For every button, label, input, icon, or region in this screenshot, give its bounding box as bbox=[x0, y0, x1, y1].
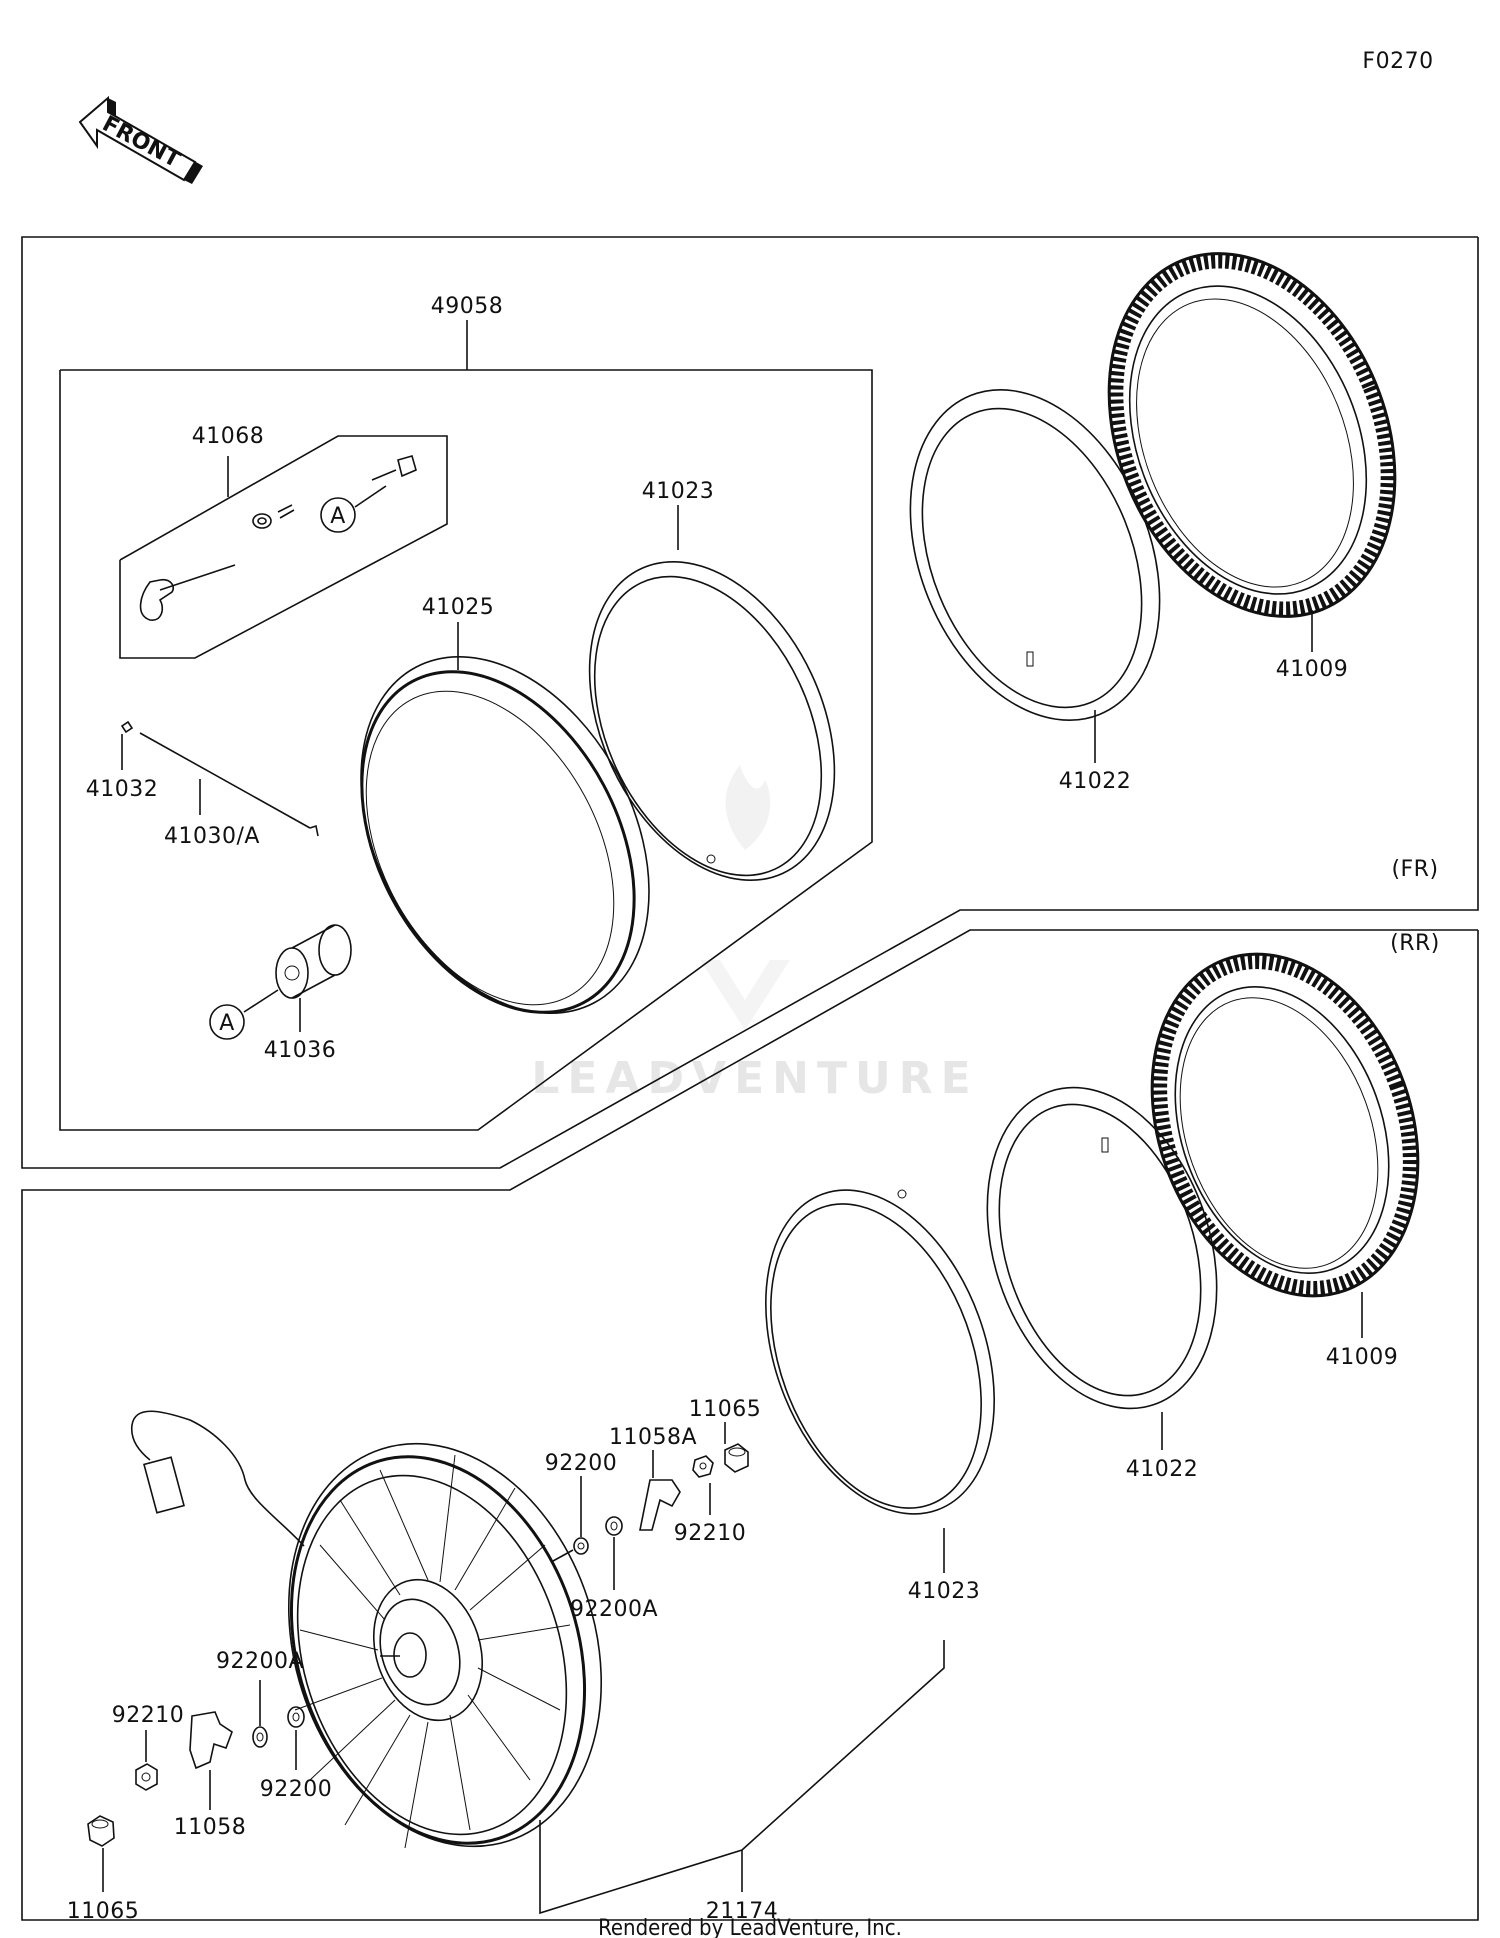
label-92200-upper: 92200 bbox=[545, 1451, 618, 1476]
label-92200a-lower: 92200A bbox=[216, 1649, 304, 1674]
label-41036: 41036 bbox=[264, 1038, 337, 1063]
label-41022-rear: 41022 bbox=[1126, 1457, 1199, 1482]
hub-kit-box bbox=[119, 435, 448, 659]
front-section-tag: (FR) bbox=[1391, 857, 1438, 882]
upper-washer-92200-icon bbox=[573, 1537, 589, 1555]
watermark: LEADVENTURE bbox=[531, 765, 978, 1104]
label-92200-lower: 92200 bbox=[260, 1777, 333, 1802]
front-tube-icon bbox=[909, 389, 1161, 721]
label-41032: 41032 bbox=[86, 777, 159, 802]
label-41023-front: 41023 bbox=[642, 479, 715, 504]
label-41009-front: 41009 bbox=[1276, 657, 1349, 682]
front-arrow-label: FRONT bbox=[98, 111, 184, 173]
watermark-logo-icon bbox=[700, 765, 790, 1030]
callout-a-lower-label: A bbox=[219, 1011, 235, 1036]
label-41009-rear: 41009 bbox=[1326, 1345, 1399, 1370]
rear-tube-icon bbox=[986, 1086, 1218, 1410]
quick-release-skewer-icon bbox=[139, 455, 417, 621]
upper-nut-icon bbox=[724, 1443, 749, 1473]
diagram-code: F0270 bbox=[1362, 49, 1433, 74]
upper-washer-92200a-icon bbox=[605, 1516, 623, 1536]
footer-credit: Rendered by LeadVenture, Inc. bbox=[598, 1916, 902, 1938]
callout-a-upper bbox=[320, 497, 356, 533]
label-41023-rear: 41023 bbox=[908, 1579, 981, 1604]
front-arrow-icon: FRONT bbox=[78, 95, 203, 184]
front-rim-tape-icon bbox=[588, 561, 836, 881]
lower-washer-92200-icon bbox=[287, 1706, 305, 1728]
label-11065-lower: 11065 bbox=[67, 1899, 140, 1924]
label-92210-upper: 92210 bbox=[674, 1521, 747, 1546]
label-41068: 41068 bbox=[192, 424, 265, 449]
label-11058: 11058 bbox=[174, 1815, 247, 1840]
label-11065-upper: 11065 bbox=[689, 1397, 762, 1422]
label-92210-lower: 92210 bbox=[112, 1703, 185, 1728]
rear-rim-tape-icon bbox=[765, 1189, 995, 1515]
front-hub-icon bbox=[275, 924, 352, 999]
rear-section-tag: (RR) bbox=[1390, 931, 1440, 956]
watermark-text: LEADVENTURE bbox=[531, 1053, 978, 1104]
lower-nut-icon bbox=[87, 1815, 115, 1847]
callout-a-upper-label: A bbox=[330, 504, 346, 529]
label-92200a-upper: 92200A bbox=[570, 1597, 658, 1622]
front-tire-icon bbox=[1107, 252, 1397, 618]
upper-nut-92210-icon bbox=[692, 1455, 714, 1478]
label-41030a: 41030/A bbox=[164, 824, 260, 849]
front-section-border bbox=[21, 236, 1479, 1169]
upper-plate-icon bbox=[639, 1479, 681, 1531]
spoke-icon bbox=[120, 720, 319, 837]
label-11058a: 11058A bbox=[609, 1425, 697, 1450]
label-41022-front: 41022 bbox=[1059, 769, 1132, 794]
lower-washer-92200a-icon bbox=[252, 1726, 268, 1748]
label-41025: 41025 bbox=[422, 595, 495, 620]
label-49058: 49058 bbox=[431, 294, 504, 319]
callout-a-lower bbox=[209, 1004, 245, 1040]
front-wheel-assy-box bbox=[59, 369, 873, 1131]
front-rim-icon bbox=[360, 656, 650, 1014]
rear-wheel-icon bbox=[130, 1410, 603, 1849]
lower-nut-92210-icon bbox=[135, 1763, 158, 1791]
lower-plate-icon bbox=[189, 1711, 233, 1770]
rear-tire-icon bbox=[1150, 952, 1420, 1298]
label-21174: 21174 bbox=[706, 1899, 779, 1924]
rear-section-border bbox=[21, 929, 1479, 1921]
